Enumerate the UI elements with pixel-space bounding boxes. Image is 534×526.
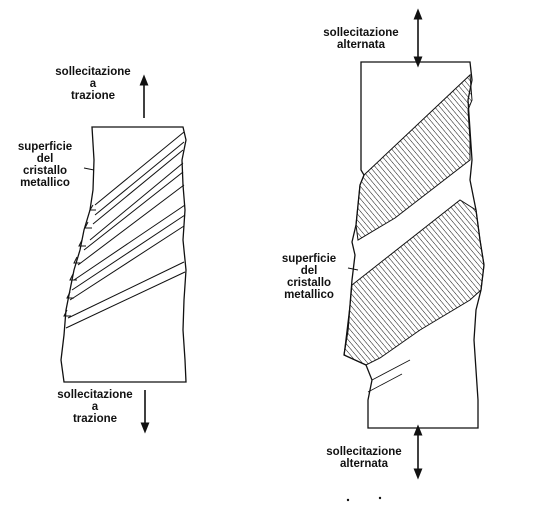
right-surface-label-line3: cristallo xyxy=(286,277,332,289)
left-surface-label: superficie del cristallo metallico xyxy=(4,141,86,189)
right-bottom-label: sollecitazione alternata xyxy=(316,446,412,470)
left-bottom-label: sollecitazione a trazione xyxy=(48,389,142,425)
right-bottom-label-line2: alternata xyxy=(340,458,388,470)
right-lower-fringe xyxy=(367,359,411,393)
right-surface-label-line4: metallico xyxy=(284,289,334,301)
right-surface-label-line1: superficie xyxy=(281,253,337,265)
right-surface-label-line2: del xyxy=(300,265,318,277)
left-bottom-label-line3: trazione xyxy=(72,413,118,425)
left-surface-label-line4: metallico xyxy=(20,177,70,189)
left-bottom-label-line2: a xyxy=(91,401,99,413)
right-upper-slip-band xyxy=(355,73,473,241)
right-lower-slip-band xyxy=(343,199,485,366)
right-bottom-label-line1: sollecitazione xyxy=(326,446,402,458)
stray-marks xyxy=(346,496,382,502)
left-specimen-outline xyxy=(60,126,187,383)
right-surface-label: superficie del cristallo metallico xyxy=(268,253,350,301)
left-bottom-label-line1: sollecitazione xyxy=(57,389,133,401)
left-top-label: sollecitazione a trazione xyxy=(48,66,138,102)
left-surface-leader xyxy=(83,167,95,171)
left-edge-steps xyxy=(63,204,96,317)
left-specimen xyxy=(60,74,187,434)
right-specimen xyxy=(343,8,485,480)
left-top-label-line3: trazione xyxy=(70,90,116,102)
left-surface-label-line2: del xyxy=(36,153,54,165)
right-top-label: sollecitazione alternata xyxy=(312,27,410,51)
left-top-label-line1: sollecitazione xyxy=(55,66,131,78)
left-top-label-line2: a xyxy=(89,78,97,90)
left-surface-label-line3: cristallo xyxy=(22,165,68,177)
right-specimen-outline xyxy=(343,61,485,429)
left-surface-label-line1: superficie xyxy=(17,141,73,153)
right-top-label-line2: alternata xyxy=(337,39,385,51)
right-surface-leader xyxy=(347,267,359,271)
right-top-label-line1: sollecitazione xyxy=(323,27,399,39)
left-slip-bands xyxy=(65,131,186,329)
